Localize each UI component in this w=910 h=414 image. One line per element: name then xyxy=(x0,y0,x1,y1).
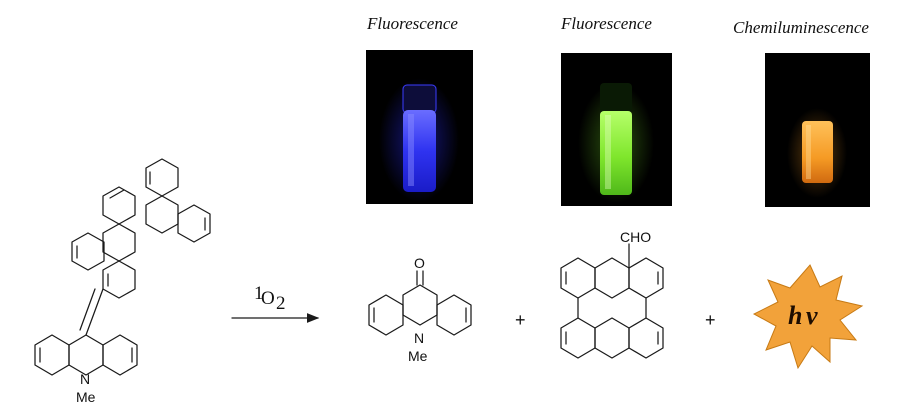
acridone-methyl: Me xyxy=(408,348,428,364)
reactant-methyl: Me xyxy=(76,389,96,405)
perylene-ring-right xyxy=(177,204,211,243)
aldehyde-label: CHO xyxy=(620,229,651,245)
acridone-central-ring xyxy=(402,284,438,326)
acridone-oxygen: O xyxy=(414,255,425,271)
acridone-right-ring xyxy=(436,294,472,336)
acridane-central-ring xyxy=(68,334,104,376)
plus-sign-1: + xyxy=(515,310,526,330)
perylene-ring-center-right xyxy=(145,195,179,234)
starburst-shape xyxy=(752,264,864,370)
caption-chemiluminescence: Chemiluminescence xyxy=(733,18,869,37)
blue-vial-image xyxy=(379,78,459,202)
acridane-left-ring xyxy=(34,334,70,376)
acridone-molecule: O N Me xyxy=(368,255,472,364)
perylene-ring-top xyxy=(145,158,179,197)
orange-vial-image xyxy=(787,108,847,198)
photon-nu: ν xyxy=(806,301,818,330)
acridane-right-ring xyxy=(102,334,138,376)
green-vial-image xyxy=(578,83,654,203)
acridone-left-ring xyxy=(368,294,404,336)
perylene-ring-center-left xyxy=(102,223,136,262)
perylene-ring-lower-left xyxy=(71,232,105,271)
perylene-ring-bottom xyxy=(102,260,136,299)
plus-sign-2: + xyxy=(705,310,716,330)
acridone-nitrogen: N xyxy=(414,330,424,346)
aldehyde-ring-lower-right xyxy=(594,317,630,359)
caption-fluorescence-green: Fluorescence xyxy=(561,14,652,33)
photon-h: h xyxy=(788,301,802,330)
green-fluorescence-photo xyxy=(561,53,672,206)
aldehyde-ring-lower-far-right xyxy=(628,317,664,359)
light-emission-starburst: h ν xyxy=(752,264,864,370)
reactant-molecule: N Me xyxy=(34,158,211,405)
reagent-subscript: 2 xyxy=(276,293,286,314)
caption-fluorescence-blue: Fluorescence xyxy=(367,14,458,33)
reagent-superscript: 1 xyxy=(254,283,264,304)
perylene-aldehyde-molecule: CHO xyxy=(560,229,664,359)
reactant-nitrogen: N xyxy=(80,371,90,387)
vinyl-bond xyxy=(85,288,104,336)
orange-chemiluminescence-photo xyxy=(765,53,870,207)
aldehyde-ring-upper-right xyxy=(594,257,630,299)
reagent-oxygen: O xyxy=(261,288,275,309)
blue-fluorescence-photo xyxy=(366,50,473,204)
